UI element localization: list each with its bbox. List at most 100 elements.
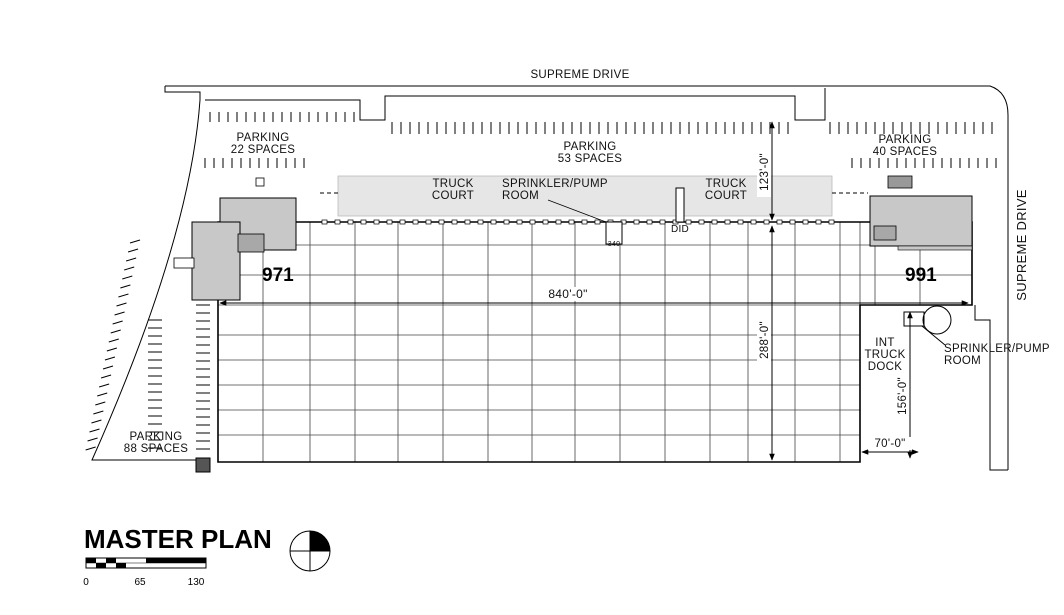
dock-door [815,219,822,225]
parking-stripe [110,329,121,334]
truck-court-west-line1: TRUCK [432,178,473,190]
parking-southwest-title: PARKING [129,431,182,443]
dock-door [503,219,510,225]
dimension-length-label: 840'-0" [548,287,587,301]
parking-stripe [104,356,116,361]
dock-door [737,219,744,225]
parking-stripes [85,112,997,451]
truck-court-area [337,175,833,217]
dock-door [529,219,536,225]
parking-stripe [102,365,114,370]
parking-stripe [118,293,129,298]
scale-bar [85,557,207,569]
truck-court-east-line1: TRUCK [705,178,746,190]
dock-door [776,219,783,225]
parking-stripe [127,248,139,253]
dimension-dock-width-label: 70'-0" [874,438,905,450]
dock-door [802,219,809,225]
parking-stripe [114,311,125,316]
parking-stripe [129,239,141,244]
parking-southwest-spaces: 88 SPACES [124,443,189,455]
parking-stripe [108,338,119,343]
dock-door [412,219,419,225]
dock-door [789,219,796,225]
office-971 [173,177,297,301]
office-991 [869,175,973,251]
sprinkler-room-east [903,305,952,346]
building-outline [217,221,973,463]
sprinkler-room-north [605,221,623,245]
scale-label-65: 65 [134,577,146,588]
parking-stripe [106,347,118,352]
parking-west-spaces: 22 SPACES [231,144,296,156]
did-label: DID [671,224,689,235]
dock-door [750,219,757,225]
dock-door [763,219,770,225]
building-971-label: 971 [262,265,294,286]
parking-stripe [112,320,123,325]
dock-door [386,219,393,225]
dock-door [438,219,445,225]
dock-door [516,219,523,225]
int-truck-dock-line3: DOCK [868,361,902,373]
dock-door [490,219,497,225]
dock-tag-label: 340 [608,241,621,248]
truck-court-east-line2: COURT [705,190,747,202]
dock-door [555,219,562,225]
parking-stripe [91,419,102,424]
dimension-truck-court-label: 123'-0" [759,153,771,191]
dimension-dock-depth-label: 156'-0" [897,377,909,415]
dock-door [425,219,432,225]
dock-door [581,219,588,225]
sprinkler-north-line1: SPRINKLER/PUMP [502,178,608,190]
north-arrow-icon [289,530,331,572]
parking-center-title: PARKING [563,141,616,153]
parking-west-title: PARKING [236,132,289,144]
int-truck-dock-line2: TRUCK [864,349,905,361]
dock-door [646,219,653,225]
dimension-building-depth-label: 288'-0" [759,321,771,359]
parking-stripe [93,410,104,415]
dock-door [451,219,458,225]
site-boundary [91,85,1009,471]
dock-door [568,219,575,225]
int-truck-dock-line1: INT [875,337,894,349]
sprinkler-north-line2: ROOM [502,190,539,202]
parking-stripe [125,257,137,262]
parking-stripe [85,446,96,451]
street-east-label: SUPREME DRIVE [1014,189,1029,301]
parking-stripe [116,302,127,307]
dock-door [399,219,406,225]
dock-door [360,219,367,225]
scale-label-0: 0 [83,577,89,588]
parking-stripe [100,374,112,379]
dock-door [594,219,601,225]
parking-stripe [124,266,135,271]
parking-stripe [97,392,108,397]
parking-stripe [98,383,110,388]
dimension-lines [219,121,969,461]
parking-east-title: PARKING [878,134,931,146]
dock-door [477,219,484,225]
scale-label-130: 130 [188,577,205,588]
sprinkler-east-line1: SPRINKLER/PUMP [944,343,1050,355]
parking-stripe [95,401,106,406]
parking-stripe [89,428,100,433]
dock-door [464,219,471,225]
dock-door [321,219,328,225]
building-991-label: 991 [905,265,937,286]
parking-east-spaces: 40 SPACES [873,146,938,158]
parking-center-spaces: 53 SPACES [558,153,623,165]
dock-door [685,219,692,225]
parking-stripe [120,284,131,289]
dock-door [724,219,731,225]
dock-door [542,219,549,225]
parking-stripe [122,275,133,280]
dock-door [698,219,705,225]
did-marker [675,187,685,223]
dock-door [347,219,354,225]
dock-door [828,219,835,225]
sprinkler-leader-north [547,199,607,223]
master-plan-title: MASTER PLAN [84,524,272,554]
